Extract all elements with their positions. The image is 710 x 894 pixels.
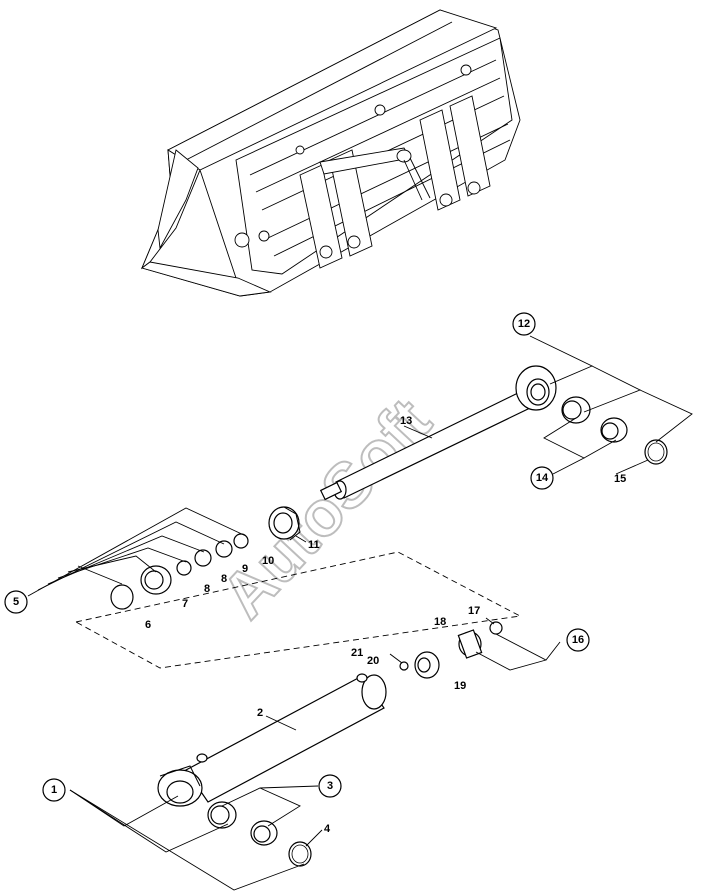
gland-19 (414, 651, 440, 679)
label-8b: 8 (221, 573, 227, 585)
label-17: 17 (468, 605, 480, 617)
label-18: 18 (434, 616, 446, 628)
bucket-illustration (140, 9, 521, 297)
callout-14: 14 (530, 466, 554, 490)
label-19: 19 (454, 680, 466, 692)
barrel-tube (185, 675, 385, 803)
label-10: 10 (262, 555, 274, 567)
label-4: 4 (324, 823, 331, 835)
callout-14-text: 14 (536, 472, 549, 484)
seal-7 (140, 565, 172, 595)
cylinder-barrel (157, 673, 387, 867)
label-20: 20 (367, 655, 379, 667)
label-15: 15 (614, 473, 626, 485)
label-2: 2 (257, 707, 263, 719)
label-6: 6 (145, 619, 151, 631)
callout-12-text: 12 (518, 318, 530, 330)
rod-eye (515, 365, 557, 411)
o-ring-6 (110, 584, 134, 610)
label-11: 11 (308, 539, 320, 551)
label-9: 9 (242, 563, 248, 575)
piston-11 (268, 506, 301, 541)
rod-assembly (110, 365, 668, 610)
ring-8b (194, 549, 212, 567)
o-ring-17 (489, 621, 503, 635)
callout-16: 16 (566, 628, 590, 652)
label-8a: 8 (204, 583, 210, 595)
callout-3-text: 3 (327, 780, 333, 792)
label-13: 13 (400, 415, 412, 427)
bushing-pair-14 (561, 396, 628, 443)
kit-boundary (74, 551, 522, 669)
callout-3: 3 (318, 774, 342, 798)
callout-5-text: 5 (13, 596, 19, 608)
bushing-pair-3 (207, 801, 278, 846)
ring-8a (176, 560, 192, 576)
callout-1-text: 1 (51, 784, 57, 796)
label-21: 21 (351, 647, 363, 659)
callout-16-text: 16 (572, 634, 584, 646)
label-7: 7 (182, 598, 188, 610)
ring-9 (215, 540, 233, 558)
barrel-base (157, 765, 203, 807)
callout-5: 5 (4, 590, 28, 614)
head-parts (389, 621, 503, 679)
callout-1: 1 (42, 778, 66, 802)
fitting-20 (399, 661, 409, 671)
leader-lines (27, 335, 693, 891)
callout-12: 12 (512, 312, 536, 336)
